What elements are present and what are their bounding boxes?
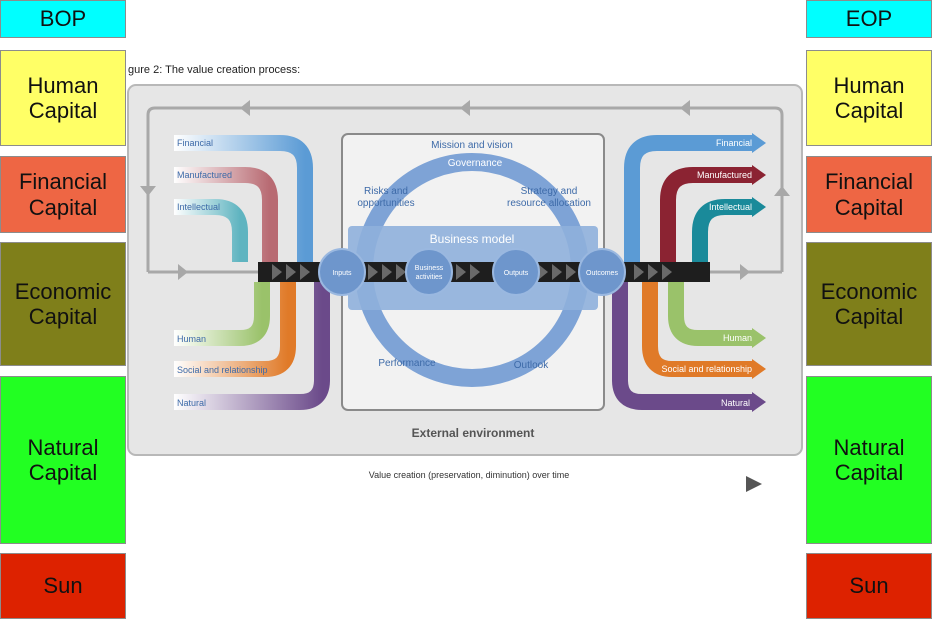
node-inputs-label: Inputs <box>332 270 352 277</box>
timeline-label: Value creation (preservation, diminution… <box>369 470 569 480</box>
right-economic-capital-box: Economic Capital <box>806 242 932 366</box>
node-outputs-label: Outputs <box>504 270 529 277</box>
outlook-label: Outlook <box>514 360 549 371</box>
output-natural-label: Natural <box>721 398 750 408</box>
output-intellectual-label: Intellectual <box>709 202 752 212</box>
right-sun-box: Sun <box>806 553 932 619</box>
left-human-capital-box: Human Capital <box>0 50 126 146</box>
node-activities-line1: Business <box>415 265 444 272</box>
input-human-label: Human <box>177 334 206 344</box>
node-outcomes-label: Outcomes <box>586 270 618 277</box>
input-financial-label: Financial <box>177 138 213 148</box>
external-environment-label: External environment <box>412 426 535 440</box>
mission-vision-label: Mission and vision <box>431 140 513 151</box>
left-economic-capital-box: Economic Capital <box>0 242 126 366</box>
input-intellectual-label: Intellectual <box>177 202 220 212</box>
left-natural-capital-box: Natural Capital <box>0 376 126 544</box>
input-manufactured-label: Manufactured <box>177 170 232 180</box>
bop-box: BOP <box>0 0 126 38</box>
eop-box: EOP <box>806 0 932 38</box>
strategy-label-line2: resource allocation <box>507 198 591 209</box>
business-model-label: Business model <box>430 232 515 246</box>
right-human-capital-box: Human Capital <box>806 50 932 146</box>
risks-label-line1: Risks and <box>364 186 408 197</box>
output-financial-label: Financial <box>716 138 752 148</box>
governance-label: Governance <box>448 158 503 169</box>
node-activities-line2: activities <box>416 274 443 281</box>
input-social-label: Social and relationship <box>177 365 268 375</box>
performance-label: Performance <box>378 358 436 369</box>
risks-label-line2: opportunities <box>357 198 414 209</box>
input-natural-label: Natural <box>177 398 206 408</box>
figure-caption: gure 2: The value creation process: <box>128 64 301 76</box>
strategy-label-line1: Strategy and <box>521 186 578 197</box>
right-financial-capital-box: Financial Capital <box>806 156 932 233</box>
left-sun-box: Sun <box>0 553 126 619</box>
left-financial-capital-box: Financial Capital <box>0 156 126 233</box>
output-manufactured-label: Manufactured <box>697 170 752 180</box>
output-social-label: Social and relationship <box>661 364 752 374</box>
output-human-label: Human <box>723 333 752 343</box>
right-natural-capital-box: Natural Capital <box>806 376 932 544</box>
